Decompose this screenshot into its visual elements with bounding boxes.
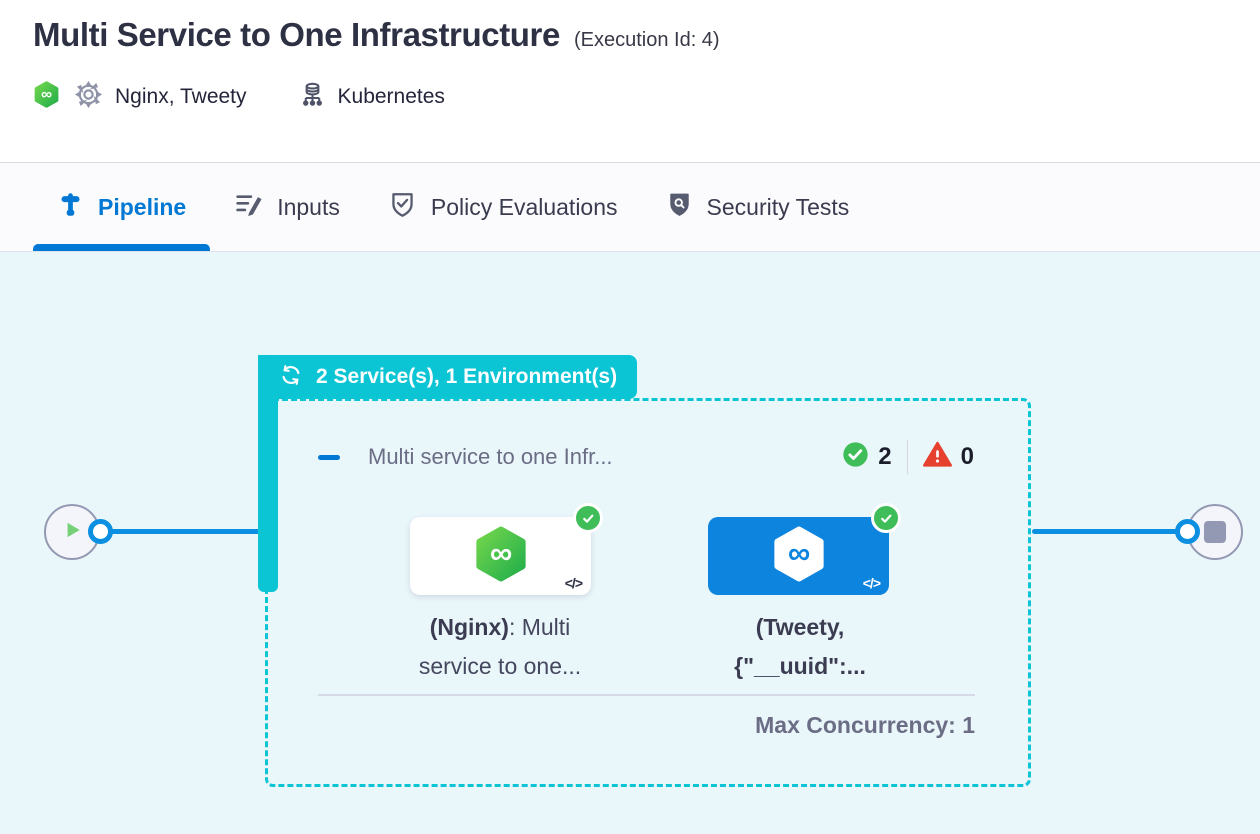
- play-icon: [61, 519, 83, 546]
- harness-service-icon: ∞: [33, 81, 60, 113]
- node-label-line2: service to one...: [418, 653, 582, 679]
- success-count: 2: [878, 443, 892, 470]
- collapse-stage-button[interactable]: [318, 454, 340, 460]
- tab-policy-evaluations[interactable]: Policy Evaluations: [364, 163, 642, 251]
- success-check-icon: [842, 441, 869, 473]
- end-connector-dot: [1175, 519, 1200, 544]
- tab-security-tests-label: Security Tests: [706, 193, 850, 220]
- harness-service-icon: ∞: [771, 526, 827, 587]
- harness-service-icon: ∞: [473, 526, 529, 587]
- max-concurrency-label: Max Concurrency: 1: [755, 712, 975, 738]
- tab-inputs[interactable]: Inputs: [210, 163, 364, 251]
- execution-id: (Execution Id: 4): [573, 29, 720, 51]
- stage-group-badge[interactable]: 2 Service(s), 1 Environment(s): [258, 355, 638, 399]
- tab-security-tests[interactable]: Security Tests: [642, 163, 874, 251]
- stage-divider: [318, 694, 975, 696]
- execution-header: Multi Service to One Infrastructure (Exe…: [0, 0, 1260, 163]
- node-success-badge: [573, 503, 603, 533]
- page-title: Multi Service to One Infrastructure: [33, 16, 560, 53]
- node-success-badge: [871, 503, 901, 533]
- tab-inputs-label: Inputs: [277, 193, 340, 220]
- counts-divider: [906, 440, 908, 474]
- stage-group-left-bar: [258, 355, 278, 592]
- title-row: Multi Service to One Infrastructure (Exe…: [33, 16, 1227, 54]
- environment-label: Kubernetes: [337, 85, 445, 108]
- loop-icon: [278, 362, 304, 393]
- node-label-tweety: (Tweety, {"__uuid":...: [685, 608, 915, 686]
- tab-policy-evaluations-label: Policy Evaluations: [430, 193, 618, 220]
- node-label-nginx: (Nginx): Multi service to one...: [385, 608, 615, 686]
- service-node-tweety[interactable]: ∞ </>: [708, 517, 889, 595]
- edge-start-to-stage: [103, 529, 263, 534]
- code-icon: </>: [862, 575, 881, 591]
- shield-search-icon: [666, 191, 693, 223]
- execution-tabbar: Pipeline Inputs Policy Evaluations: [0, 163, 1260, 252]
- svg-text:∞: ∞: [489, 535, 511, 570]
- infrastructure-icon: [299, 81, 326, 113]
- inputs-icon: [234, 190, 263, 224]
- stage-group-badge-label: 2 Service(s), 1 Environment(s): [316, 365, 618, 388]
- stage-name: Multi service to one Infr...: [368, 444, 613, 469]
- error-triangle-icon: [922, 441, 952, 473]
- tab-pipeline[interactable]: Pipeline: [33, 163, 211, 251]
- node-label-service: (Tweety,: [755, 614, 845, 640]
- stop-icon: [1204, 521, 1226, 543]
- error-count: 0: [960, 443, 974, 470]
- code-icon: </>: [564, 575, 583, 591]
- svg-text:∞: ∞: [787, 535, 809, 570]
- stage-status-counts: 2 0: [842, 440, 974, 474]
- svg-text:∞: ∞: [41, 86, 52, 103]
- shield-check-icon: [388, 190, 417, 224]
- stage-header: Multi service to one Infr... 2 0: [318, 440, 974, 474]
- gear-icon: [74, 80, 103, 114]
- edge-stage-to-end: [1032, 529, 1184, 534]
- node-label-rest: : Multi: [508, 614, 571, 640]
- node-label-service: (Nginx): [429, 614, 509, 640]
- services-chip[interactable]: Nginx, Tweety: [74, 80, 247, 114]
- tab-pipeline-label: Pipeline: [98, 193, 187, 220]
- pipeline-canvas: 2 Service(s), 1 Environment(s) Multi ser…: [0, 252, 1260, 834]
- start-node: [44, 504, 100, 560]
- environment-chip[interactable]: Kubernetes: [299, 81, 445, 113]
- services-label: Nginx, Tweety: [115, 85, 247, 108]
- execution-meta-row: ∞ Nginx, Tweety: [33, 80, 1227, 114]
- start-connector-dot: [88, 519, 113, 544]
- node-label-line2: {"__uuid":...: [734, 653, 866, 679]
- service-node-nginx[interactable]: ∞ </>: [410, 517, 591, 595]
- pipeline-icon: [57, 191, 84, 223]
- stage-group-box: [265, 398, 1031, 787]
